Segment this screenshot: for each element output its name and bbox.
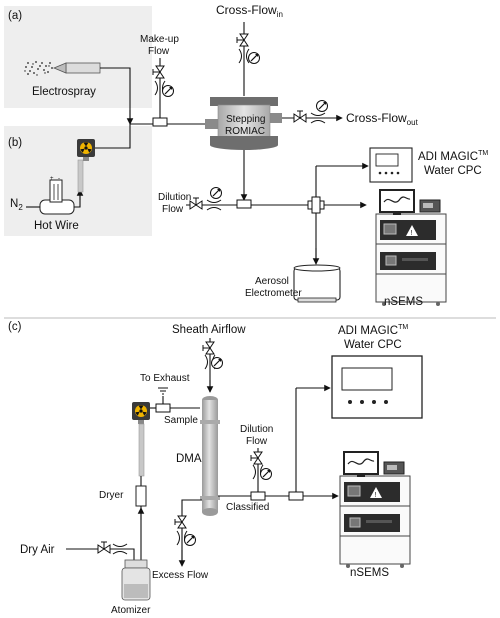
excess-valve-icon[interactable] [174, 515, 187, 529]
cpc-top-label-1: ADI MAGICTM [418, 150, 488, 163]
cross-flow-in-gauge-icon [247, 51, 261, 65]
aerosol-label-1: Aerosol [255, 276, 289, 287]
dilution-flow-label-2: Flow [162, 204, 184, 215]
romiac-label-1: Stepping [226, 114, 265, 125]
dilution-gauge-top-icon [209, 186, 223, 200]
dilution-valve-top-icon[interactable] [189, 197, 203, 210]
atomizer-label: Atomizer [111, 605, 151, 616]
sample-tube [138, 423, 145, 477]
cpc-bottom-label-2: Water CPC [344, 339, 402, 351]
n2-label: N2 [10, 198, 23, 212]
aerosol-electrometer [293, 264, 341, 303]
cpc-top-label-2: Water CPC [424, 165, 482, 177]
dilution-flow-bottom-label-2: Flow [246, 436, 268, 447]
cpc-bottom-label-1: ADI MAGICTM [338, 324, 408, 337]
sheath-airflow-label: Sheath Airflow [172, 324, 246, 336]
make-up-flow-label-2: Flow [148, 46, 170, 57]
tee-junction-sample [155, 403, 171, 413]
tee-junction-split-bottom [288, 491, 304, 501]
radiation-source-bottom-icon [132, 402, 150, 424]
electrospray-label: Electrospray [32, 86, 96, 98]
nsems-bottom-cart [339, 451, 411, 569]
sheath-valve-icon[interactable] [202, 341, 215, 355]
panel-b-label: (b) [8, 137, 22, 149]
dryer-label: Dryer [99, 490, 124, 501]
excess-gauge-icon [183, 533, 197, 547]
make-up-gauge-icon [161, 84, 175, 98]
nsems-bottom-label: nSEMS [350, 567, 389, 579]
dilution-flow-bottom-label-1: Dilution [240, 424, 273, 435]
dryer-unit [135, 485, 147, 507]
aerosol-label-2: Electrometer [245, 288, 302, 299]
electrospray-nozzle [24, 61, 101, 76]
atomizer-bottle [121, 559, 151, 601]
sheath-gauge-icon [210, 356, 224, 370]
dma-label: DMA [176, 453, 202, 465]
sample-label: Sample [164, 415, 198, 426]
svg-text:-: - [58, 176, 60, 182]
svg-text:+: + [50, 176, 54, 182]
cross-flow-in-label: Cross-Flowin [216, 3, 283, 19]
exhaust-ground-icon [158, 387, 168, 395]
classified-label: Classified [226, 502, 269, 513]
flow-splitter [307, 196, 325, 214]
hot-wire-label: Hot Wire [34, 220, 79, 232]
cross-flow-out-valve-icon[interactable] [293, 110, 307, 123]
dry-air-label: Dry Air [20, 544, 55, 556]
hot-wire-tube [77, 159, 84, 193]
cross-flow-out-label: Cross-Flowout [346, 111, 419, 127]
panel-a-label: (a) [8, 10, 22, 22]
nsems-top-cart [375, 189, 447, 307]
cpc-bottom-device [331, 355, 423, 419]
cross-flow-in-valve-icon[interactable] [236, 33, 249, 47]
make-up-flow-label-1: Make-up [140, 34, 179, 45]
romiac-label-2: ROMIAC [225, 126, 265, 137]
dry-air-valve-icon[interactable] [97, 541, 111, 554]
stepping-romiac [205, 97, 282, 150]
dilution-flow-label-1: Dilution [158, 192, 191, 203]
make-up-valve-icon[interactable] [152, 65, 165, 79]
cpc-top-device [369, 147, 413, 183]
dilution-gauge-bottom-icon [259, 467, 273, 481]
panel-a-background [4, 6, 152, 108]
tee-junction-dilution [236, 199, 252, 209]
dilution-valve-bottom-icon[interactable] [250, 451, 263, 465]
excess-flow-label: Excess Flow [152, 570, 209, 581]
panel-c-label: (c) [8, 321, 22, 333]
tee-junction-top [152, 117, 168, 127]
tee-junction-classified [250, 491, 266, 501]
nsems-top-label: nSEMS [384, 296, 423, 308]
to-exhaust-label: To Exhaust [140, 373, 190, 384]
cross-flow-out-gauge-icon [315, 99, 329, 113]
dma-column [200, 396, 220, 516]
